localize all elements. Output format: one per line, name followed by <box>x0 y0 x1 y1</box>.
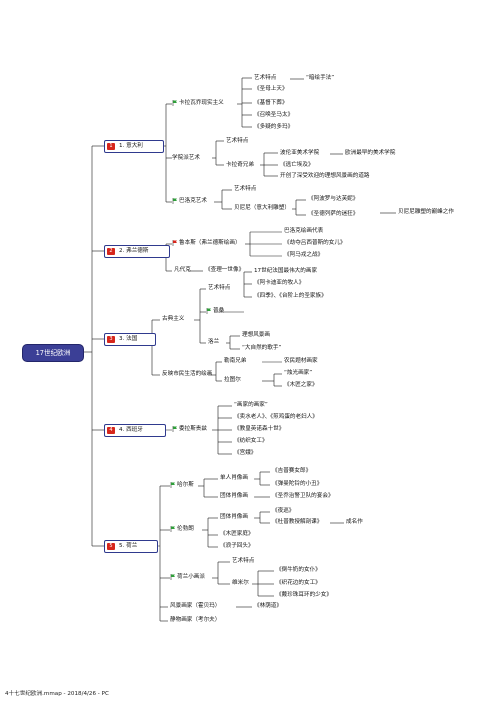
rembrandt[interactable]: 伦勃朗 <box>177 526 194 532</box>
bernini-work[interactable]: 《阿波罗与达芙妮》 <box>308 196 359 202</box>
rubens-item[interactable]: 《劫夺吕西普斯的女儿》 <box>284 240 346 246</box>
green-flag-icon <box>172 426 177 432</box>
bernini-note[interactable]: 贝尼尼雕塑的巅峰之作 <box>398 209 454 215</box>
vermeer-work[interactable]: 《倒牛奶的女仆》 <box>276 567 321 573</box>
rembrandt-note[interactable]: 成名作 <box>346 519 363 525</box>
branch-flanders[interactable]: 2 2. 弗兰德斯 <box>104 245 170 258</box>
still-life-painter[interactable]: 静物画家（考尔夫） <box>170 617 221 623</box>
landscape-work[interactable]: 《林荫道》 <box>254 603 282 609</box>
rembrandt-group-portrait[interactable]: 团体肖像画 <box>220 514 248 520</box>
page-footer: 4十七世纪欧洲.mmap - 2018/4/26 - PC <box>5 691 109 697</box>
green-flag-icon <box>172 198 177 204</box>
lorrain-item[interactable]: “大自然的歌手” <box>242 345 282 351</box>
bernini[interactable]: 贝尼尼（意大利雕塑） <box>234 205 290 211</box>
la-tour-item[interactable]: “烛光画家” <box>284 370 313 376</box>
green-flag-icon <box>170 526 175 532</box>
carracci-item[interactable]: 开创了深受欢迎的理想风景画的道路 <box>280 173 370 179</box>
vermeer-work[interactable]: 《织花边的女工》 <box>276 580 321 586</box>
hals[interactable]: 哈尔斯 <box>177 482 194 488</box>
caravaggio-work[interactable]: 《召唤圣马太》 <box>254 112 294 118</box>
van-dyck-work[interactable]: 《查理一世像》 <box>205 267 245 273</box>
poussin-item[interactable]: 《阿卡迪亚的牧人》 <box>254 280 305 286</box>
caravaggio-features[interactable]: 艺术特点 <box>254 75 277 81</box>
priority-4-icon: 4 <box>107 427 115 434</box>
hals-single-work[interactable]: 《弹曼陀铃的小丑》 <box>272 481 323 487</box>
caravaggio-work[interactable]: 《基督下葬》 <box>254 100 288 106</box>
bernini-work[interactable]: 《圣德列萨的迷狂》 <box>308 211 359 217</box>
hals-group-work[interactable]: 《圣乔治警卫队的宴会》 <box>272 493 334 499</box>
academy-art[interactable]: 学院派艺术 <box>172 155 200 161</box>
caravaggio-realism[interactable]: 卡拉瓦乔现实主义 <box>179 100 224 106</box>
vermeer-work[interactable]: 《戴珍珠耳环的少女》 <box>276 592 332 598</box>
branch-italy-label: 1. 意大利 <box>119 143 143 149</box>
branch-netherlands[interactable]: 5 5. 荷兰 <box>104 540 158 553</box>
velazquez-item[interactable]: “画家的画家” <box>234 402 268 408</box>
green-flag-icon <box>170 574 175 580</box>
green-flag-icon <box>206 308 211 314</box>
caravaggio-work[interactable]: 《圣母上天》 <box>254 86 288 92</box>
lorrain-item[interactable]: 理想风景画 <box>242 332 270 338</box>
velazquez-item[interactable]: 《纺织女工》 <box>234 438 268 444</box>
green-flag-icon <box>172 100 177 106</box>
la-tour-item[interactable]: 《木匠之家》 <box>284 382 318 388</box>
velazquez-item[interactable]: 《宫娥》 <box>234 450 257 456</box>
priority-3-icon: 3 <box>107 336 115 343</box>
rubens-item[interactable]: 《阿马戎之战》 <box>284 252 324 258</box>
priority-2-icon: 2 <box>107 248 115 255</box>
rembrandt-group-work[interactable]: 《杜普教授解剖课》 <box>272 519 323 525</box>
velazquez-item[interactable]: 《卖水老人》、《煎鸡蛋的老妇人》 <box>234 414 318 420</box>
hals-single-work[interactable]: 《吉普赛女郎》 <box>272 468 312 474</box>
rembrandt-work[interactable]: 《木匠家庭》 <box>220 531 254 537</box>
vermeer[interactable]: 维米尔 <box>232 580 249 586</box>
carracci-note[interactable]: 欧洲最早的美术学院 <box>345 150 396 156</box>
baroque-features[interactable]: 艺术特点 <box>234 186 257 192</box>
branch-spain[interactable]: 4 4. 西班牙 <box>104 424 166 437</box>
red-flag-icon <box>172 240 177 246</box>
carracci-item[interactable]: 《逃亡埃及》 <box>280 162 314 168</box>
branch-italy[interactable]: 1 1. 意大利 <box>104 140 164 153</box>
le-nain-brothers[interactable]: 勒南兄弟 <box>224 358 247 364</box>
hals-single-portrait[interactable]: 单人肖像画 <box>220 475 248 481</box>
velazquez[interactable]: 委拉斯贵兹 <box>179 426 207 432</box>
baroque-art[interactable]: 巴洛克艺术 <box>179 198 207 204</box>
lorrain[interactable]: 洛兰 <box>208 339 220 345</box>
classicism[interactable]: 古典主义 <box>162 316 185 322</box>
rubens-item[interactable]: 巴洛克绘画代表 <box>284 228 324 234</box>
rubens[interactable]: 鲁本斯（弗兰德斯绘画） <box>179 240 241 246</box>
civic-life-painting[interactable]: 反映市民生活的绘画 <box>162 371 213 377</box>
green-flag-icon <box>170 482 175 488</box>
le-nain-note[interactable]: 农民题材画家 <box>284 358 318 364</box>
priority-1-icon: 1 <box>107 143 115 150</box>
caravaggio-features-value[interactable]: “暗绘手法” <box>306 75 335 81</box>
root-topic[interactable]: 17世纪欧洲 <box>22 344 84 362</box>
poussin-item[interactable]: 《四季》、《台阶上的圣家族》 <box>254 293 327 299</box>
landscape-painter[interactable]: 风景画家（霍贝玛） <box>170 603 221 609</box>
rembrandt-work[interactable]: 《浪子回头》 <box>220 543 254 549</box>
priority-5-icon: 5 <box>107 543 115 550</box>
branch-netherlands-label: 5. 荷兰 <box>119 543 138 549</box>
branch-spain-label: 4. 西班牙 <box>119 427 143 433</box>
van-dyck[interactable]: 凡代克 <box>174 267 191 273</box>
classicism-features[interactable]: 艺术特点 <box>208 285 231 291</box>
poussin-item[interactable]: 17世纪法国最伟大的画家 <box>254 268 318 274</box>
poussin[interactable]: 普桑 <box>213 308 225 314</box>
caravaggio-work[interactable]: 《多疑的多玛》 <box>254 124 294 130</box>
velazquez-item[interactable]: 《教皇英诺森十世》 <box>234 426 285 432</box>
dutch-little-masters[interactable]: 荷兰小画派 <box>177 574 205 580</box>
little-masters-features[interactable]: 艺术特点 <box>232 558 255 564</box>
branch-flanders-label: 2. 弗兰德斯 <box>119 248 149 254</box>
branch-france[interactable]: 3 3. 法国 <box>104 333 156 346</box>
rembrandt-group-work[interactable]: 《夜巡》 <box>272 508 295 514</box>
academy-features[interactable]: 艺术特点 <box>226 138 249 144</box>
carracci-item[interactable]: 波伦亚美术学院 <box>280 150 320 156</box>
la-tour[interactable]: 拉图尔 <box>224 377 241 383</box>
hals-group-portrait[interactable]: 团体肖像画 <box>220 493 248 499</box>
carracci-brothers[interactable]: 卡拉奇兄弟 <box>226 162 254 168</box>
branch-france-label: 3. 法国 <box>119 336 138 342</box>
